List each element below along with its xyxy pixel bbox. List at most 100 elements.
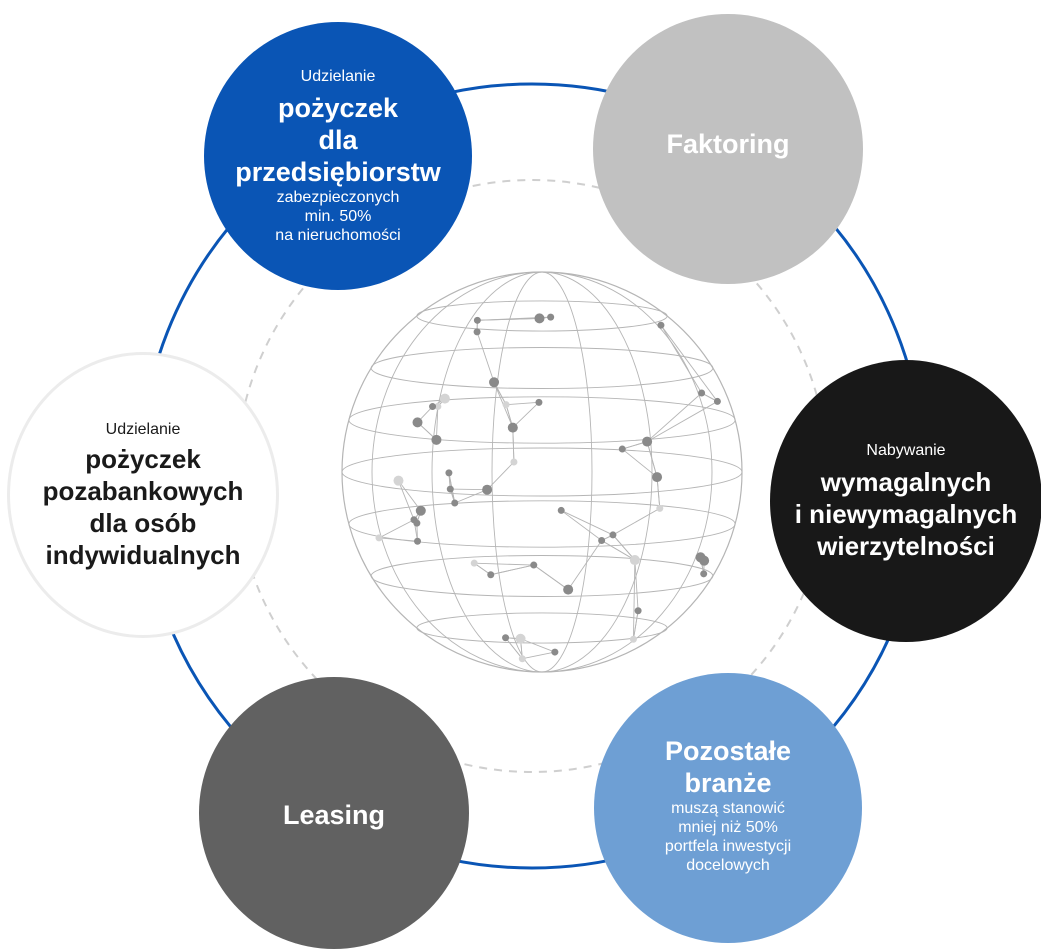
globe-node — [415, 505, 426, 516]
node-debt-purchase-line2: i niewymagalnych — [794, 498, 1018, 529]
globe-node — [507, 422, 518, 433]
globe-link — [656, 477, 661, 509]
node-factoring-title: Faktoring — [666, 129, 790, 159]
globe-node — [657, 321, 665, 329]
globe-latitude — [416, 612, 668, 644]
globe-link — [660, 324, 702, 394]
globe-node — [487, 571, 495, 579]
node-business-loans-detail2: min. 50% — [304, 208, 372, 225]
globe-node — [518, 655, 526, 663]
globe-node — [434, 402, 442, 410]
globe-link — [474, 562, 534, 566]
node-leasing-title: Leasing — [282, 800, 386, 830]
globe-node — [598, 537, 606, 545]
globe-latitude — [348, 396, 736, 444]
globe-link — [398, 480, 415, 520]
globe-link — [512, 427, 515, 462]
globe-link — [522, 651, 555, 660]
globe-link — [378, 537, 418, 542]
globe-link — [601, 540, 636, 561]
globe-link — [450, 488, 488, 491]
globe-node — [698, 389, 706, 397]
globe-node — [642, 436, 653, 447]
globe-node — [393, 475, 404, 486]
node-debt-purchase-line3: wierzytelności — [817, 530, 995, 561]
node-consumer-loans: Udzielanie pożyczek pozabankowych dla os… — [7, 352, 279, 638]
globe-node — [656, 504, 664, 512]
globe-longitude — [371, 271, 713, 673]
globe-node — [482, 484, 493, 495]
globe-link — [520, 638, 556, 653]
node-other-industries-detail2: mniej niż 50% — [678, 819, 778, 836]
globe-link — [560, 510, 602, 541]
globe-node — [375, 534, 383, 542]
globe-node — [634, 607, 642, 615]
node-other-industries-detail4: docelowych — [686, 857, 770, 874]
globe-link — [378, 519, 415, 539]
globe-link — [632, 560, 636, 640]
globe-node — [510, 458, 518, 466]
globe-node — [470, 559, 478, 567]
globe-link — [660, 324, 718, 402]
node-business-loans-line3: przedsiębiorstw — [235, 157, 441, 187]
node-other-industries-line1: Pozostałe — [664, 736, 792, 766]
globe-node — [713, 397, 721, 405]
globe-link — [506, 401, 539, 406]
node-business-loans-intro: Udzielanie — [300, 68, 376, 85]
globe-node — [652, 472, 663, 483]
globe-node — [414, 537, 422, 545]
globe-longitude — [491, 271, 593, 673]
node-business-loans: Udzielanie pożyczek dla przedsiębiorstw … — [204, 22, 472, 290]
globe-node — [489, 377, 500, 388]
node-debt-purchase-intro: Nabywanie — [866, 441, 946, 459]
globe-node — [700, 570, 708, 578]
globe-node — [412, 417, 423, 428]
node-business-loans-line1: pożyczek — [277, 93, 399, 123]
node-factoring: Faktoring — [593, 14, 863, 284]
globe-node — [473, 316, 481, 324]
globe-node — [557, 506, 565, 514]
globe-latitude — [370, 347, 714, 389]
globe-node — [534, 313, 545, 324]
node-consumer-loans-line4: indywidualnych — [45, 539, 241, 570]
node-debt-purchase: Nabywanie wymagalnych i niewymagalnych w… — [770, 360, 1041, 642]
node-other-industries: Pozostałe branże muszą stanowić mniej ni… — [594, 673, 862, 943]
globe-node — [609, 531, 617, 539]
globe-node — [618, 445, 626, 453]
globe-link — [632, 610, 639, 640]
globe-link — [477, 317, 540, 321]
globe-link — [505, 637, 523, 660]
globe-node — [451, 499, 459, 507]
globe-node — [429, 403, 437, 411]
globe-node — [563, 584, 574, 595]
globe-link — [435, 406, 439, 440]
globe-latitude — [341, 447, 743, 497]
globe-link — [533, 564, 569, 590]
node-other-industries-line2: branże — [684, 768, 772, 798]
globe-node — [413, 519, 421, 527]
globe-node — [699, 555, 710, 566]
node-consumer-loans-line2: pozabankowych — [42, 475, 244, 506]
node-other-industries-detail3: portfela inwestycji — [664, 838, 792, 855]
globe-link — [646, 392, 702, 442]
globe-link — [612, 534, 636, 561]
wireframe-globe-icon — [341, 271, 743, 673]
globe-link — [454, 489, 488, 504]
globe-link — [490, 564, 534, 576]
globe-node — [530, 561, 538, 569]
node-consumer-loans-line1: pożyczek — [85, 443, 201, 474]
node-debt-purchase-line1: wymagalnych — [820, 466, 992, 497]
globe-latitude — [416, 300, 668, 332]
globe-outline — [341, 271, 743, 673]
globe-link — [567, 540, 603, 590]
globe-node — [445, 469, 453, 477]
globe-link — [476, 331, 495, 383]
globe-node — [439, 393, 450, 404]
globe-node — [502, 401, 510, 409]
globe-latitude — [370, 555, 714, 597]
node-leasing: Leasing — [199, 677, 469, 949]
node-business-loans-detail3: na nieruchomości — [275, 227, 401, 244]
globe-node — [515, 633, 526, 644]
globe-link — [646, 441, 658, 478]
